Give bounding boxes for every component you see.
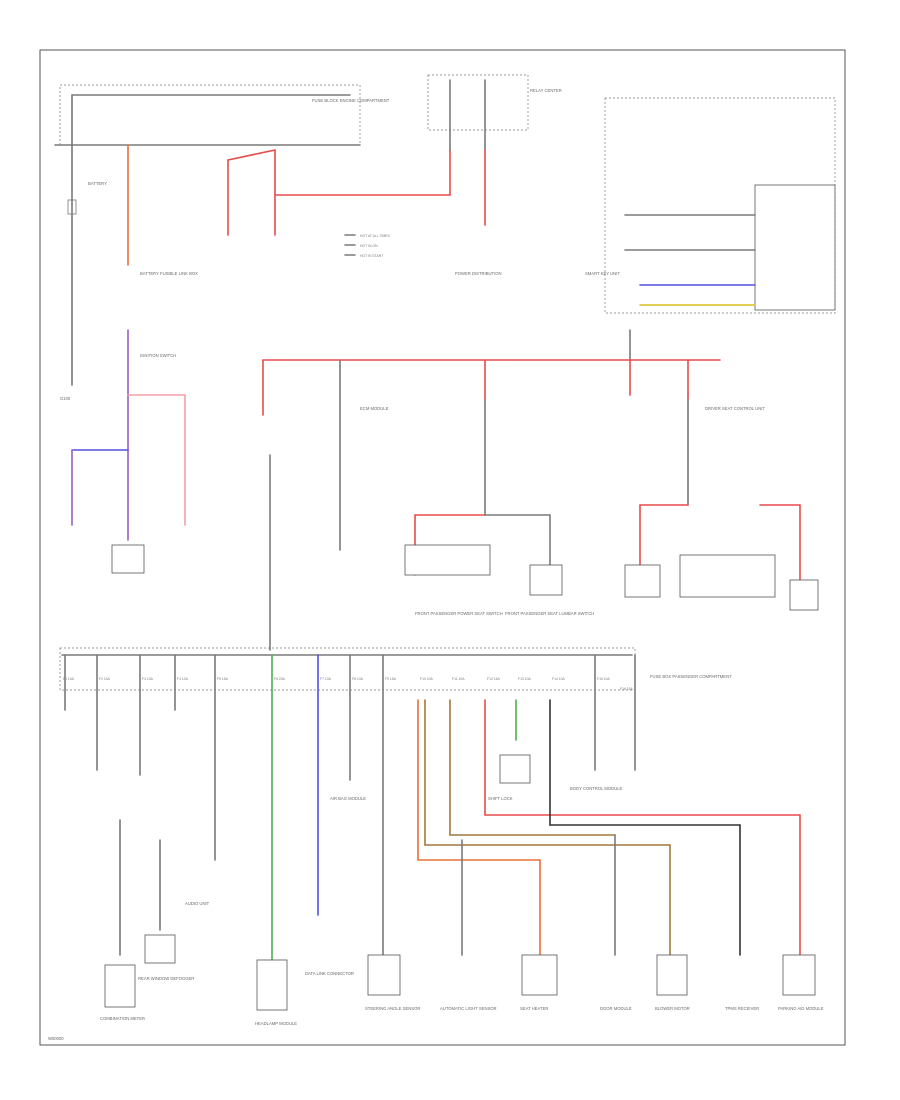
fuse-drops [64,654,801,961]
shift-lock-box [499,754,531,784]
battery-fuse [67,199,77,215]
parking-aid-label: PARKING AID MODULE [778,1006,824,1011]
bottom-modules: COMBINATION METER REAR WINDOW DEFOGGER H… [100,754,824,1026]
fuse-label: F14 10A [552,677,566,681]
power-dist-label: POWER DISTRIBUTION [455,271,502,276]
fuse-block-engine-label: FUSE BLOCK ENGINE COMPARTMENT [312,98,390,103]
parking-aid-box [782,954,816,996]
front-passenger-box-1 [404,544,491,576]
diagram-frame [39,49,846,1046]
ecm-box [679,554,776,598]
automatic-light-label: AUTOMATIC LIGHT SENSOR [440,1006,497,1011]
audio-unit-label: AUDIO UNIT [185,901,210,906]
right-connector-box [754,184,836,311]
rear-defogger-box [144,934,176,964]
middle-modules: FRONT PASSENGER POWER SEAT SWITCH FRONT … [404,504,819,616]
fuse-label: F7 10A [320,677,332,681]
left-feed-section: IGNITION SWITCH [71,329,186,574]
door-module-label: DOOR MODULE [600,1006,632,1011]
fuse-label: F12 15A [487,677,501,681]
front-passenger-1-label: FRONT PASSENGER POWER SEAT SWITCH [415,611,503,616]
relay-center-label: RELAY CENTER [530,88,562,93]
fuse-label: F9 15A [385,677,397,681]
legend-item-3: HOT IN START [360,254,383,258]
front-passenger-box-2 [529,564,563,596]
right-top-module: SMART KEY UNIT [585,97,836,314]
fuse-label: F1 10A [63,677,75,681]
relay-center-outline [427,74,529,131]
rear-window-defogger-label: REAR WINDOW DEFOGGER [138,976,194,981]
passenger-fuse-bar: FUSE BOX PASSENGER COMPARTMENT [59,647,732,691]
combination-meter-label: COMBINATION METER [100,1016,145,1021]
fuse-label: F15 10A [597,677,611,681]
fuse-label-row: F1 10A F2 15A F3 10A F4 10A F5 15A F6 20… [63,677,634,691]
combination-meter-box [104,964,136,1008]
front-passenger-2-label: FRONT PASSENGER SEAT LUMBAR SWITCH [505,611,594,616]
battery-label: BATTERY [88,181,107,186]
fuse-label: F13 10A [518,677,532,681]
headlamp-module-box [256,959,288,1011]
smart-key-unit-label: SMART KEY UNIT [585,271,620,276]
main-bus: ECM MODULE DRIVER SEAT CONTROL UNIT [262,329,765,651]
fuse-box-passenger-label: FUSE BOX PASSENGER COMPARTMENT [650,674,732,679]
air-bag-label: AIR BAG MODULE [330,796,366,801]
legend-item-1: HOT AT ALL TIMES [360,234,391,238]
legend-item-2: HOT IN ON [360,244,378,248]
ignition-switch-label: IGNITION SWITCH [140,353,176,358]
fuse-label: F6 20A [274,677,286,681]
body-control-label: BODY CONTROL MODULE [570,786,623,791]
fuse-label: F10 10A [420,677,434,681]
fuse-label: F4 10A [177,677,189,681]
blower-motor-label: BLOWER MOTOR [655,1006,690,1011]
ground-main-label: G100 [60,396,71,401]
legend: HOT AT ALL TIMES HOT IN ON HOT IN START [344,234,391,258]
fuse-label: F2 15A [99,677,111,681]
steering-angle-box [367,954,401,996]
ecm-module-label: ECM MODULE [360,406,389,411]
battery-section: BATTERY G100 BATTERY FUSIBLE LINK BOX FU… [54,84,451,401]
fuse-label: F8 10A [352,677,364,681]
relay-center-section: RELAY CENTER POWER DISTRIBUTION [427,74,562,276]
driver-seat-label: DRIVER SEAT CONTROL UNIT [705,406,765,411]
smart-key-box [624,564,661,598]
steering-angle-label: STEERING ANGLE SENSOR [365,1006,420,1011]
seat-heater-label: SEAT HEATER [520,1006,548,1011]
shift-lock-label: SHIFT LOCK [488,796,513,801]
fuse-label: F16 15A [620,687,634,691]
fuse-block-engine-outline [59,84,361,146]
fuse-label: F3 10A [142,677,154,681]
driver-seat-box [789,579,819,611]
tpms-label: TPMS RECEIVER [725,1006,759,1011]
fuse-label: F11 10A [452,677,465,681]
left-module-box [111,544,145,574]
seat-heater-box [521,954,558,996]
headlamp-module-label: HEADLAMP MODULE [255,1021,297,1026]
page-label: W00000 [48,1036,64,1041]
fuse-label: F5 15A [217,677,229,681]
data-link-label: DATA LINK CONNECTOR [305,971,354,976]
fusible-link-box-label: BATTERY FUSIBLE LINK BOX [140,271,198,276]
blower-motor-box [656,954,688,996]
